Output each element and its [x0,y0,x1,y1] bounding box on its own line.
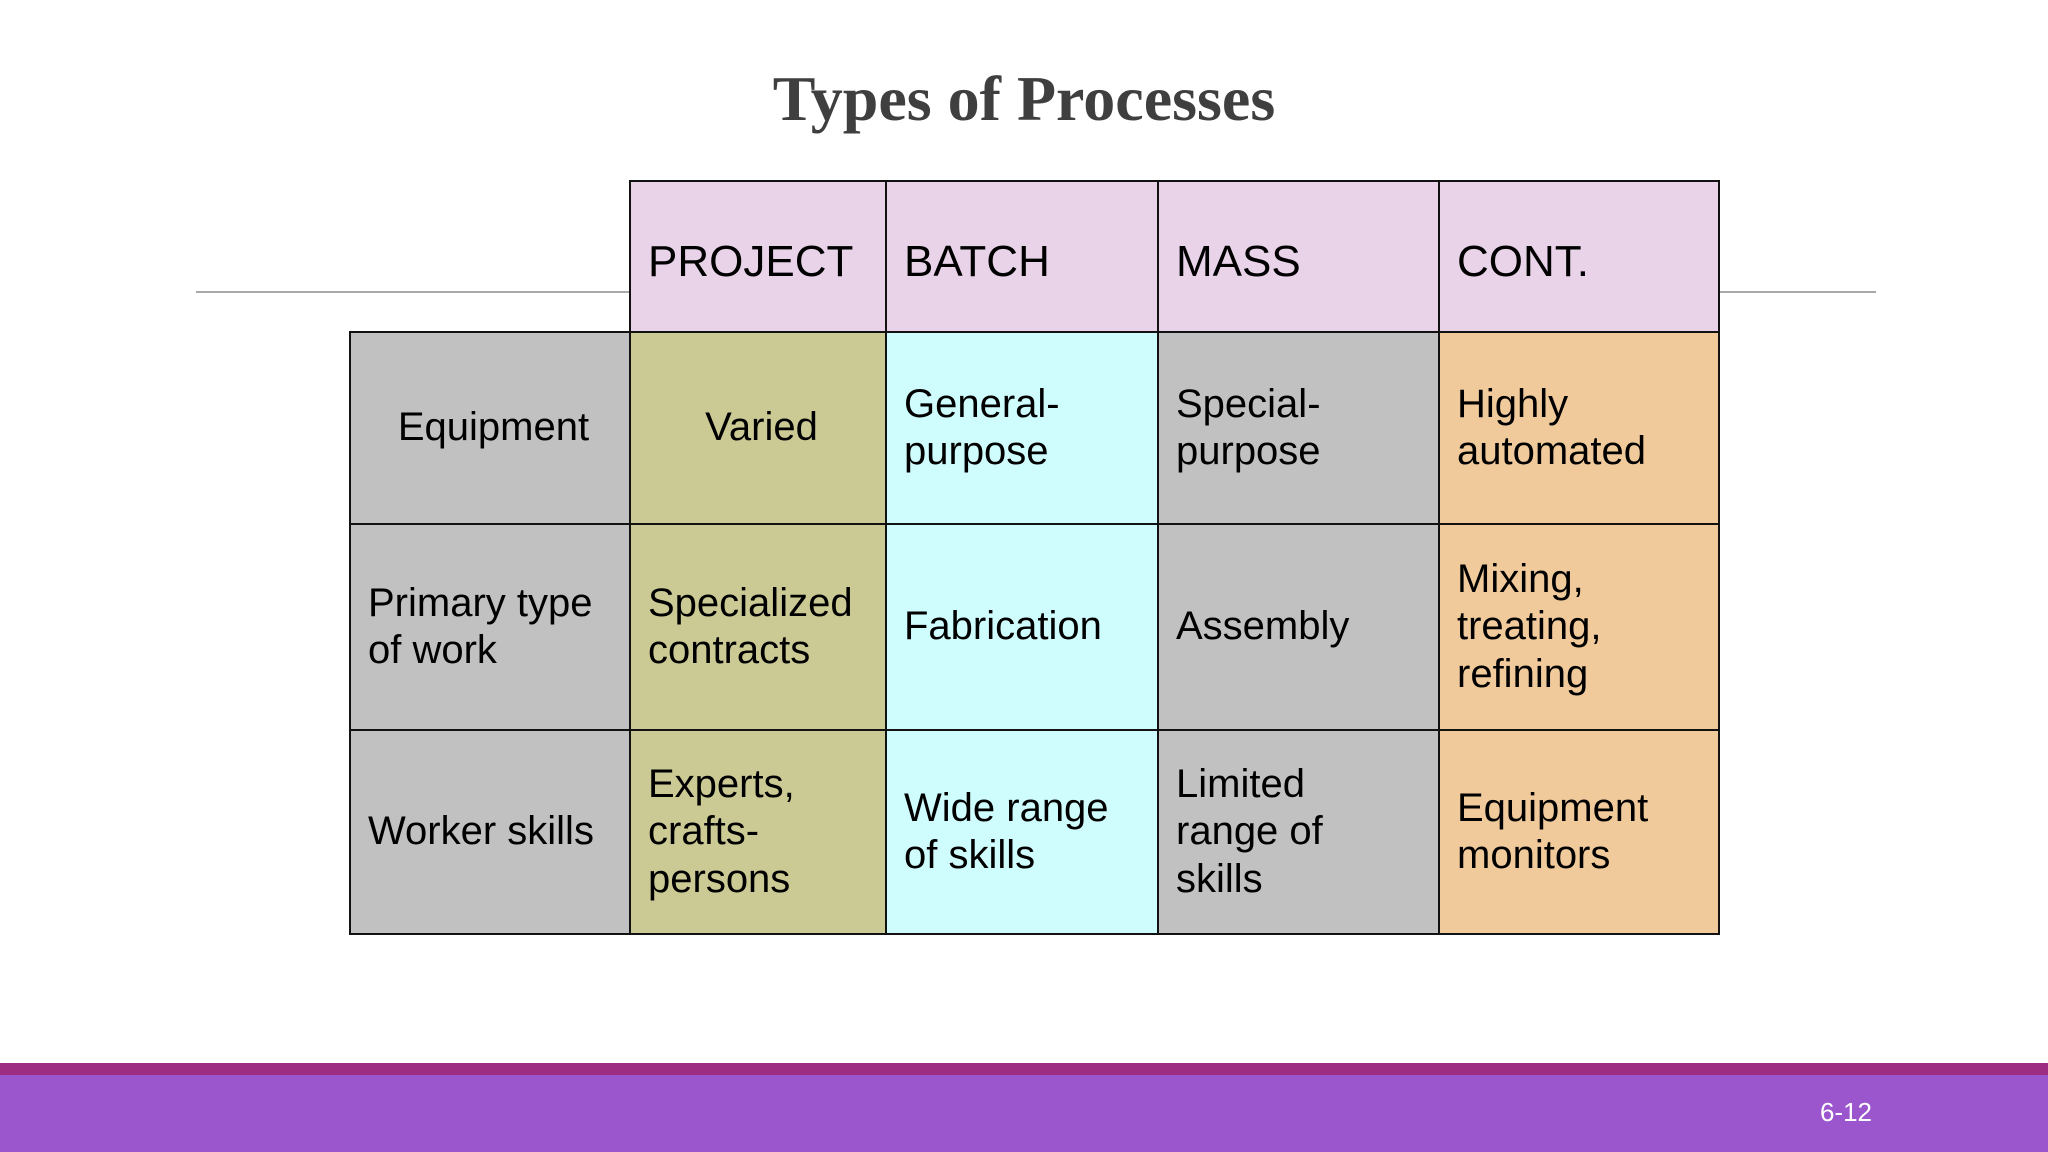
column-header-cont: CONT. [1438,180,1720,343]
column-header-project: PROJECT [629,180,887,343]
table-cell: Special- purpose [1157,331,1440,525]
table-cell: Assembly [1157,523,1440,731]
table-cell: Experts, crafts- persons [629,729,887,935]
page-number: 6-12 [1819,1097,1872,1127]
row-label-equipment: Equipment [349,331,631,525]
table-cell: Limited range of skills [1157,729,1440,935]
column-header-mass: MASS [1157,180,1440,343]
footer-bar [0,1075,2048,1152]
table-cell: Fabrication [885,523,1159,731]
column-header-batch: BATCH [885,180,1159,343]
row-label-worker-skills: Worker skills [349,729,631,935]
table-row-equipment: Equipment Varied General- purpose Specia… [349,331,1720,525]
slide-title: Types of Processes [772,63,1276,134]
table-row-worker-skills: Worker skills Experts, crafts- persons W… [349,729,1720,935]
table-cell: Equipment monitors [1438,729,1720,935]
table-cell: Varied [629,331,887,525]
table-row-primary-type-of-work: Primary type of work Specialized contrac… [349,523,1720,731]
table-cell: General- purpose [885,331,1159,525]
table-cell: Highly automated [1438,331,1720,525]
process-types-table: Equipment Varied General- purpose Specia… [349,331,1720,935]
process-types-header-row: PROJECT BATCH MASS CONT. [629,180,1720,343]
table-cell: Mixing, treating, refining [1438,523,1720,731]
row-label-primary-type-of-work: Primary type of work [349,523,631,731]
table-cell: Wide range of skills [885,729,1159,935]
table-cell: Specialized contracts [629,523,887,731]
footer-accent-stripe [0,1063,2048,1075]
